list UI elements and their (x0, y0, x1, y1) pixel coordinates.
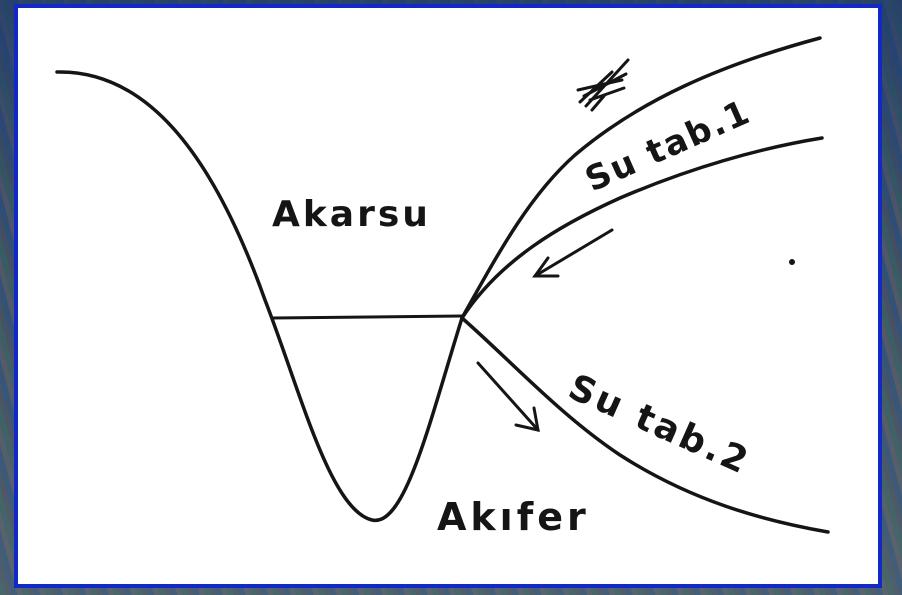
stream-label: Akarsu (272, 194, 431, 235)
ground-surface-line (460, 36, 822, 320)
stream-water-surface-line (272, 314, 463, 320)
valley-profile-line (55, 70, 464, 522)
arrow-down-left-icon (532, 228, 614, 278)
stray-dot (789, 259, 795, 265)
water-table-2-line (460, 316, 830, 534)
water-table-2-label: Su tab.2 (562, 367, 756, 483)
water-table-1-line (460, 136, 824, 320)
water-table-1-label: Su tab.1 (579, 92, 757, 200)
grass-tuft-icon (576, 58, 630, 112)
slide-frame (14, 4, 882, 588)
aquifer-label: Akıfer (437, 495, 590, 539)
arrow-down-right-icon (476, 361, 540, 432)
